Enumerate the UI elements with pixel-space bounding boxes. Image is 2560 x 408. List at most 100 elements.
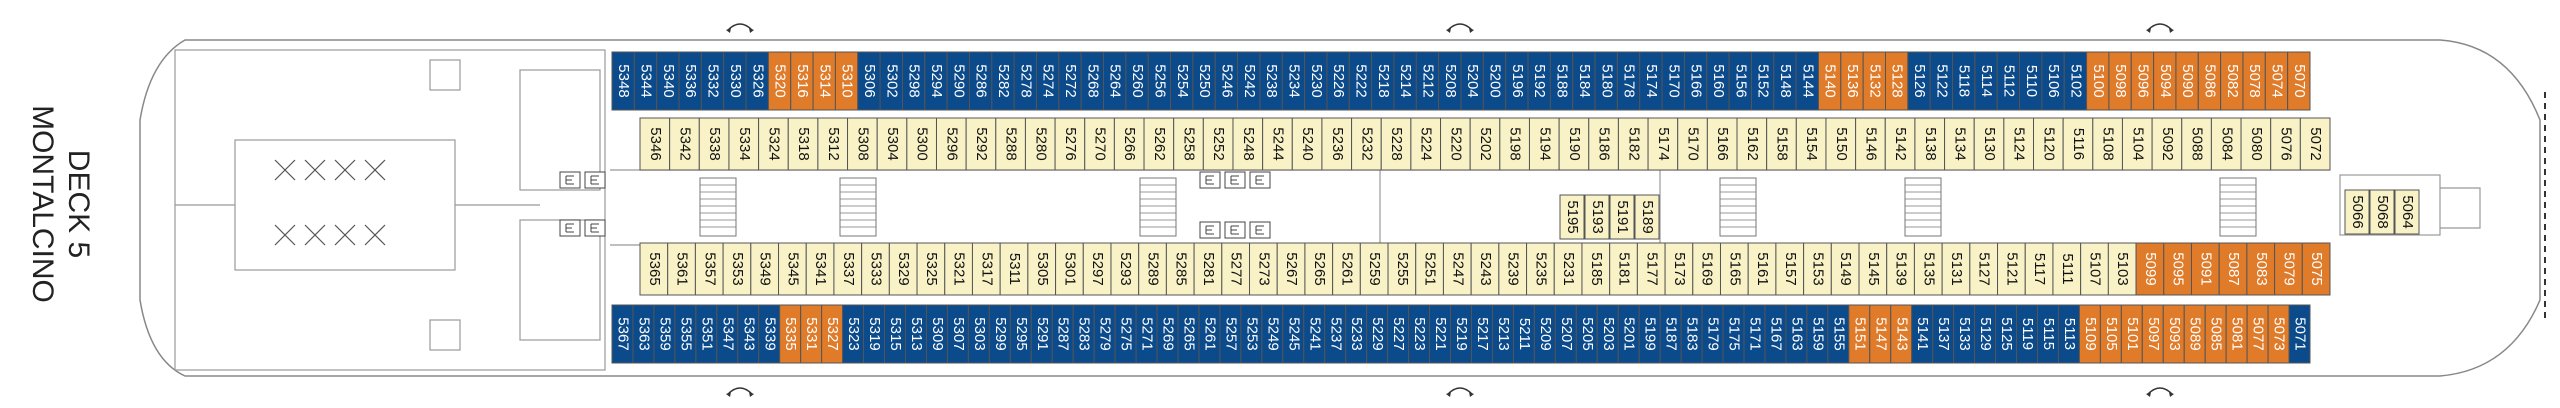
- bottom-inner-cabin[interactable]: 5267: [1276, 242, 1306, 296]
- top-outer-cabin[interactable]: 5126: [1907, 51, 1931, 111]
- top-outer-cabin[interactable]: 5086: [2197, 51, 2222, 111]
- bottom-outer-cabin[interactable]: 5101: [2120, 304, 2143, 364]
- top-inner-cabin[interactable]: 5288: [995, 117, 1026, 171]
- mid-cabin[interactable]: 5193: [1584, 194, 1610, 240]
- top-outer-cabin[interactable]: 5246: [1214, 51, 1239, 111]
- bottom-outer-cabin[interactable]: 5227: [1387, 304, 1410, 364]
- top-outer-cabin[interactable]: 5078: [2242, 51, 2266, 111]
- bottom-outer-cabin[interactable]: 5355: [674, 304, 697, 364]
- bottom-outer-cabin[interactable]: 5129: [1974, 304, 1997, 364]
- bottom-inner-cabin[interactable]: 5181: [1609, 242, 1638, 296]
- top-inner-cabin[interactable]: 5092: [2151, 117, 2183, 171]
- bottom-inner-cabin[interactable]: 5345: [778, 242, 807, 296]
- bottom-outer-cabin[interactable]: 5073: [2267, 304, 2290, 364]
- bottom-outer-cabin[interactable]: 5137: [1932, 304, 1955, 364]
- top-outer-cabin[interactable]: 5152: [1750, 51, 1775, 111]
- bottom-outer-cabin[interactable]: 5077: [2246, 304, 2269, 364]
- top-inner-cabin[interactable]: 5324: [758, 117, 789, 171]
- bottom-inner-cabin[interactable]: 5261: [1332, 242, 1361, 296]
- top-inner-cabin[interactable]: 5154: [1795, 117, 1827, 171]
- bottom-outer-cabin[interactable]: 5199: [1638, 304, 1661, 364]
- top-inner-cabin[interactable]: 5292: [965, 117, 997, 171]
- bottom-inner-cabin[interactable]: 5087: [2218, 242, 2248, 296]
- bottom-inner-cabin[interactable]: 5329: [888, 242, 918, 296]
- top-inner-cabin[interactable]: 5084: [2210, 117, 2242, 171]
- bottom-outer-cabin[interactable]: 5151: [1848, 304, 1871, 364]
- top-inner-cabin[interactable]: 5108: [2092, 117, 2123, 171]
- bottom-inner-cabin[interactable]: 5301: [1055, 242, 1084, 296]
- bottom-inner-cabin[interactable]: 5273: [1249, 242, 1278, 296]
- top-inner-cabin[interactable]: 5244: [1262, 117, 1293, 171]
- top-outer-cabin[interactable]: 5298: [901, 51, 926, 111]
- top-outer-cabin[interactable]: 5112: [1996, 51, 2021, 111]
- bottom-inner-cabin[interactable]: 5353: [722, 242, 752, 296]
- bottom-outer-cabin[interactable]: 5221: [1429, 304, 1452, 364]
- top-inner-cabin[interactable]: 5194: [1528, 117, 1560, 171]
- top-outer-cabin[interactable]: 5140: [1817, 51, 1842, 111]
- top-outer-cabin[interactable]: 5074: [2264, 51, 2289, 111]
- bottom-outer-cabin[interactable]: 5183: [1680, 304, 1703, 364]
- top-inner-cabin[interactable]: 5186: [1588, 117, 1619, 171]
- top-outer-cabin[interactable]: 5310: [834, 51, 859, 111]
- bottom-outer-cabin[interactable]: 5303: [967, 304, 990, 364]
- top-outer-cabin[interactable]: 5102: [2063, 51, 2088, 111]
- bottom-outer-cabin[interactable]: 5233: [1345, 304, 1368, 364]
- top-outer-cabin[interactable]: 5170: [1661, 51, 1685, 111]
- top-outer-cabin[interactable]: 5254: [1170, 51, 1194, 111]
- bottom-inner-cabin[interactable]: 5107: [2080, 242, 2109, 296]
- bottom-inner-cabin[interactable]: 5365: [639, 242, 669, 296]
- bottom-outer-cabin[interactable]: 5257: [1219, 304, 1242, 364]
- bottom-inner-cabin[interactable]: 5349: [750, 242, 780, 296]
- bottom-inner-cabin[interactable]: 5161: [1747, 242, 1777, 296]
- bottom-inner-cabin[interactable]: 5083: [2246, 242, 2276, 296]
- top-outer-cabin[interactable]: 5238: [1259, 51, 1283, 111]
- top-outer-cabin[interactable]: 5098: [2108, 51, 2132, 111]
- bottom-inner-cabin[interactable]: 5247: [1442, 242, 1472, 296]
- bottom-outer-cabin[interactable]: 5207: [1554, 304, 1577, 364]
- bottom-inner-cabin[interactable]: 5333: [861, 242, 890, 296]
- top-inner-cabin[interactable]: 5240: [1291, 117, 1323, 171]
- bottom-outer-cabin[interactable]: 5201: [1617, 304, 1640, 364]
- bottom-outer-cabin[interactable]: 5089: [2183, 304, 2206, 364]
- top-inner-cabin[interactable]: 5318: [787, 117, 819, 171]
- bottom-outer-cabin[interactable]: 5269: [1156, 304, 1179, 364]
- bottom-outer-cabin[interactable]: 5071: [2288, 304, 2311, 364]
- top-inner-cabin[interactable]: 5266: [1113, 117, 1145, 171]
- top-outer-cabin[interactable]: 5070: [2287, 51, 2311, 111]
- bottom-outer-cabin[interactable]: 5109: [2078, 304, 2101, 364]
- bottom-outer-cabin[interactable]: 5327: [821, 304, 844, 364]
- bottom-outer-cabin[interactable]: 5347: [716, 304, 739, 364]
- top-outer-cabin[interactable]: 5090: [2175, 51, 2199, 111]
- top-outer-cabin[interactable]: 5326: [745, 51, 769, 111]
- top-outer-cabin[interactable]: 5100: [2086, 51, 2110, 111]
- bottom-outer-cabin[interactable]: 5271: [1135, 304, 1158, 364]
- top-inner-cabin[interactable]: 5202: [1469, 117, 1501, 171]
- bottom-inner-cabin[interactable]: 5177: [1636, 242, 1666, 296]
- top-outer-cabin[interactable]: 5330: [723, 51, 747, 111]
- top-outer-cabin[interactable]: 5114: [1974, 51, 1998, 111]
- bottom-outer-cabin[interactable]: 5339: [758, 304, 781, 364]
- bottom-outer-cabin[interactable]: 5323: [842, 304, 865, 364]
- bottom-outer-cabin[interactable]: 5351: [695, 304, 718, 364]
- bottom-inner-cabin[interactable]: 5277: [1221, 242, 1251, 296]
- bottom-outer-cabin[interactable]: 5287: [1051, 304, 1074, 364]
- top-outer-cabin[interactable]: 5184: [1572, 51, 1596, 111]
- bottom-inner-cabin[interactable]: 5305: [1027, 242, 1057, 296]
- bottom-inner-cabin[interactable]: 5293: [1110, 242, 1140, 296]
- top-outer-cabin[interactable]: 5082: [2220, 51, 2244, 111]
- top-outer-cabin[interactable]: 5264: [1103, 51, 1127, 111]
- top-outer-cabin[interactable]: 5192: [1527, 51, 1551, 111]
- bottom-outer-cabin[interactable]: 5229: [1366, 304, 1389, 364]
- top-outer-cabin[interactable]: 5174: [1639, 51, 1663, 111]
- bottom-outer-cabin[interactable]: 5283: [1072, 304, 1095, 364]
- bottom-outer-cabin[interactable]: 5315: [884, 304, 906, 364]
- mid-cabin[interactable]: 5191: [1609, 194, 1635, 240]
- top-inner-cabin[interactable]: 5308: [847, 117, 878, 171]
- bottom-inner-cabin[interactable]: 5079: [2274, 242, 2303, 296]
- mid-cabin[interactable]: 5066: [2344, 189, 2370, 235]
- bottom-inner-cabin[interactable]: 5131: [1941, 242, 1971, 296]
- top-outer-cabin[interactable]: 5274: [1036, 51, 1060, 111]
- bottom-outer-cabin[interactable]: 5105: [2099, 304, 2122, 364]
- top-outer-cabin[interactable]: 5196: [1505, 51, 1529, 111]
- bottom-inner-cabin[interactable]: 5285: [1165, 242, 1195, 296]
